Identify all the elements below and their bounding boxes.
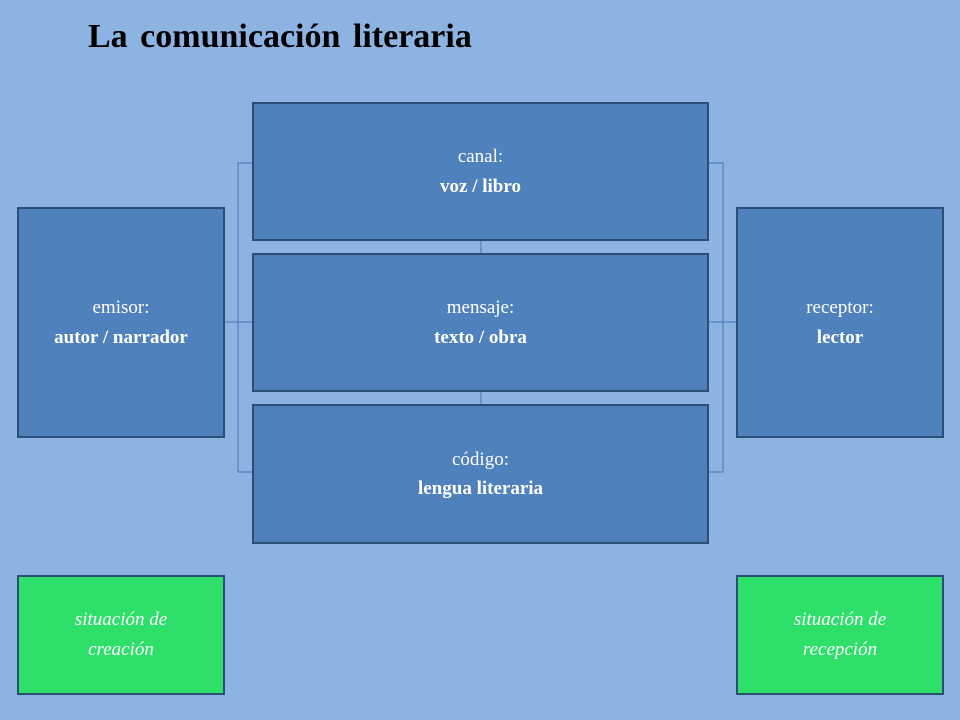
situacion-creacion-line1: situación de (74, 608, 168, 630)
canal-label: canal: (457, 146, 504, 168)
page-title: La comunicación literaria (88, 18, 472, 55)
situacion-creacion-box: situación de creación (17, 575, 225, 695)
emisor-label: emisor: (92, 297, 150, 319)
emisor-value: autor / narrador (54, 326, 188, 348)
codigo-value: lengua literaria (417, 478, 544, 499)
receptor-box: receptor: lector (736, 207, 944, 438)
codigo-box: código: lengua literaria (252, 404, 709, 544)
receptor-label: receptor: (806, 297, 874, 319)
situacion-recepcion-box: situación de recepción (736, 575, 944, 695)
situacion-recepcion-line2: recepción (802, 639, 878, 660)
canal-value: voz / libro (440, 175, 521, 197)
situacion-recepcion-line1: situación de (793, 608, 887, 630)
emisor-box: emisor: autor / narrador (17, 207, 225, 438)
codigo-label: código: (452, 448, 509, 470)
situacion-creacion-line2: creación (88, 639, 154, 660)
mensaje-box: mensaje: texto / obra (252, 253, 709, 392)
mensaje-value: texto / obra (434, 326, 527, 348)
canal-box: canal: voz / libro (252, 102, 709, 241)
receptor-value: lector (816, 326, 864, 348)
mensaje-label: mensaje: (446, 297, 515, 319)
